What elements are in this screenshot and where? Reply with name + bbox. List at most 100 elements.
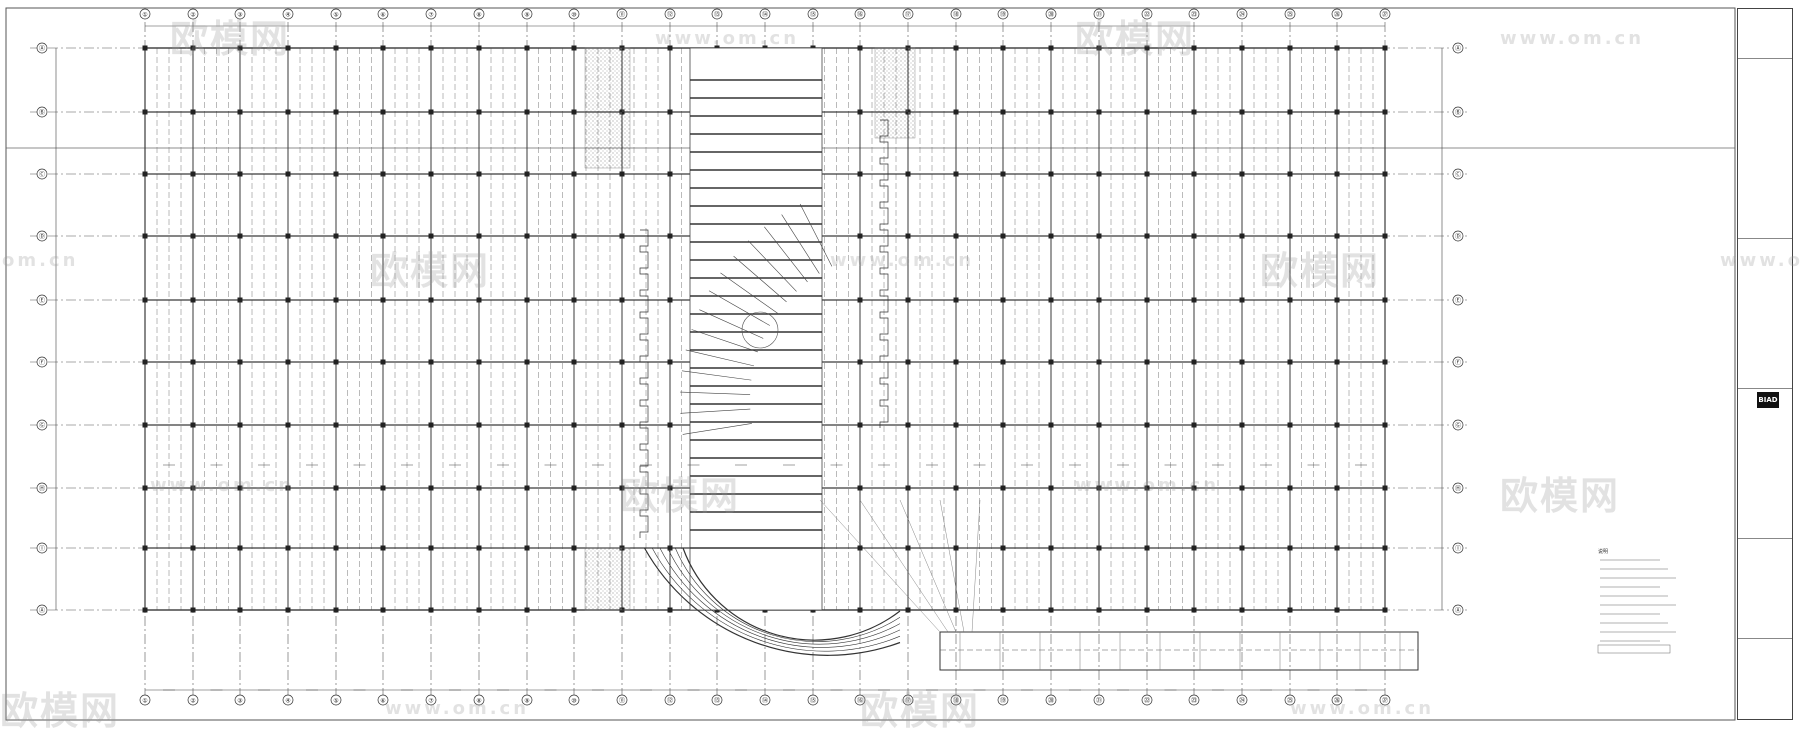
structural-column — [237, 171, 243, 177]
structural-column — [333, 297, 339, 303]
structural-column — [380, 45, 386, 51]
radial-line — [819, 499, 941, 633]
grid-bubble-label: ⑰ — [905, 697, 911, 705]
grid-bubble-label: Ⓑ — [1455, 109, 1461, 117]
structural-column — [428, 422, 434, 428]
grid-bubble — [36, 604, 48, 616]
structural-column — [476, 485, 482, 491]
structural-column — [1048, 171, 1054, 177]
curved-ramp-rib — [781, 214, 820, 274]
grid-bubble-label: ② — [190, 698, 196, 705]
grid-bubble-label: ① — [142, 698, 147, 705]
structural-column — [380, 485, 386, 491]
structural-column — [1382, 233, 1388, 239]
grid-bubble-label: ⑳ — [1048, 11, 1054, 19]
structural-column — [1239, 607, 1245, 613]
structural-column — [380, 607, 386, 613]
structural-column — [1239, 422, 1245, 428]
structural-column — [524, 45, 530, 51]
structural-column — [1334, 233, 1340, 239]
grid-bubble-label: ㉒ — [1144, 697, 1150, 705]
grid-bubble — [1188, 8, 1200, 20]
grid-bubble — [1141, 8, 1153, 20]
grid-bubble-label: ⑤ — [333, 698, 338, 705]
structural-column — [476, 233, 482, 239]
structural-column — [380, 422, 386, 428]
note-box — [1597, 644, 1671, 654]
grid-bubble — [330, 8, 342, 20]
structural-column — [380, 233, 386, 239]
structural-column — [333, 45, 339, 51]
structural-column — [1048, 485, 1054, 491]
structural-column — [953, 607, 959, 613]
structural-column — [333, 233, 339, 239]
grid-bubble-label: Ⓕ — [1455, 359, 1461, 367]
structural-column — [1000, 171, 1006, 177]
structural-column — [1382, 545, 1388, 551]
grid-bubble-label: ⑯ — [857, 697, 863, 705]
structural-column — [1382, 45, 1388, 51]
structural-column — [1144, 485, 1150, 491]
grid-bubble-label: ㉑ — [1096, 697, 1102, 705]
structural-column — [428, 485, 434, 491]
structural-column — [1144, 607, 1150, 613]
structural-column — [1144, 545, 1150, 551]
grid-bubble-label: ⑨ — [524, 698, 529, 705]
structural-column — [1382, 109, 1388, 115]
structural-column — [1048, 422, 1054, 428]
structural-column — [380, 545, 386, 551]
grid-bubble-label: ㉖ — [1334, 697, 1340, 705]
grid-bubble — [187, 8, 199, 20]
structural-column — [190, 422, 196, 428]
grid-bubble — [664, 8, 676, 20]
structural-column — [380, 359, 386, 365]
structural-column — [285, 45, 291, 51]
structural-column — [190, 297, 196, 303]
structural-column — [285, 171, 291, 177]
grid-bubble-label: ⑦ — [428, 698, 434, 705]
structural-column — [1382, 171, 1388, 177]
structural-column — [142, 109, 148, 115]
grid-bubble — [1141, 694, 1153, 706]
grid-bubble-label: ⑪ — [619, 697, 625, 705]
curved-ramp-rib — [699, 309, 764, 339]
structural-column — [905, 422, 911, 428]
structural-column — [857, 359, 863, 365]
grid-bubble — [36, 419, 48, 431]
grid-bubble-label: ⑫ — [667, 11, 673, 19]
structural-column — [1000, 359, 1006, 365]
grid-bubble-label: ① — [142, 12, 147, 19]
grid-bubble-label: ⑤ — [333, 12, 338, 19]
structural-column — [428, 297, 434, 303]
structural-column — [1000, 607, 1006, 613]
structural-column — [1000, 422, 1006, 428]
structural-column — [1239, 485, 1245, 491]
grid-bubble-label: Ⓑ — [39, 109, 45, 117]
grid-bubble — [36, 294, 48, 306]
structural-column — [1048, 359, 1054, 365]
grid-bubble — [473, 8, 485, 20]
grid-bubble — [997, 694, 1009, 706]
company-logo: BIAD — [1757, 392, 1779, 408]
structural-column — [619, 297, 625, 303]
grid-bubble — [36, 42, 48, 54]
grid-bubble — [377, 694, 389, 706]
structural-column — [333, 422, 339, 428]
grid-bubble-label: Ⓔ — [39, 297, 45, 305]
grid-bubble — [425, 8, 437, 20]
structural-column — [1000, 233, 1006, 239]
structural-column — [524, 233, 530, 239]
structural-column — [571, 233, 577, 239]
structural-column — [1000, 297, 1006, 303]
grid-bubble-label: ⑫ — [667, 697, 673, 705]
structural-column — [1191, 422, 1197, 428]
grid-bubble — [36, 230, 48, 242]
grid-bubble — [36, 106, 48, 118]
structural-column — [1096, 422, 1102, 428]
structural-column — [524, 545, 530, 551]
structural-column — [571, 109, 577, 115]
structural-column — [1144, 297, 1150, 303]
structural-column — [428, 109, 434, 115]
stair-stringer — [879, 119, 889, 428]
